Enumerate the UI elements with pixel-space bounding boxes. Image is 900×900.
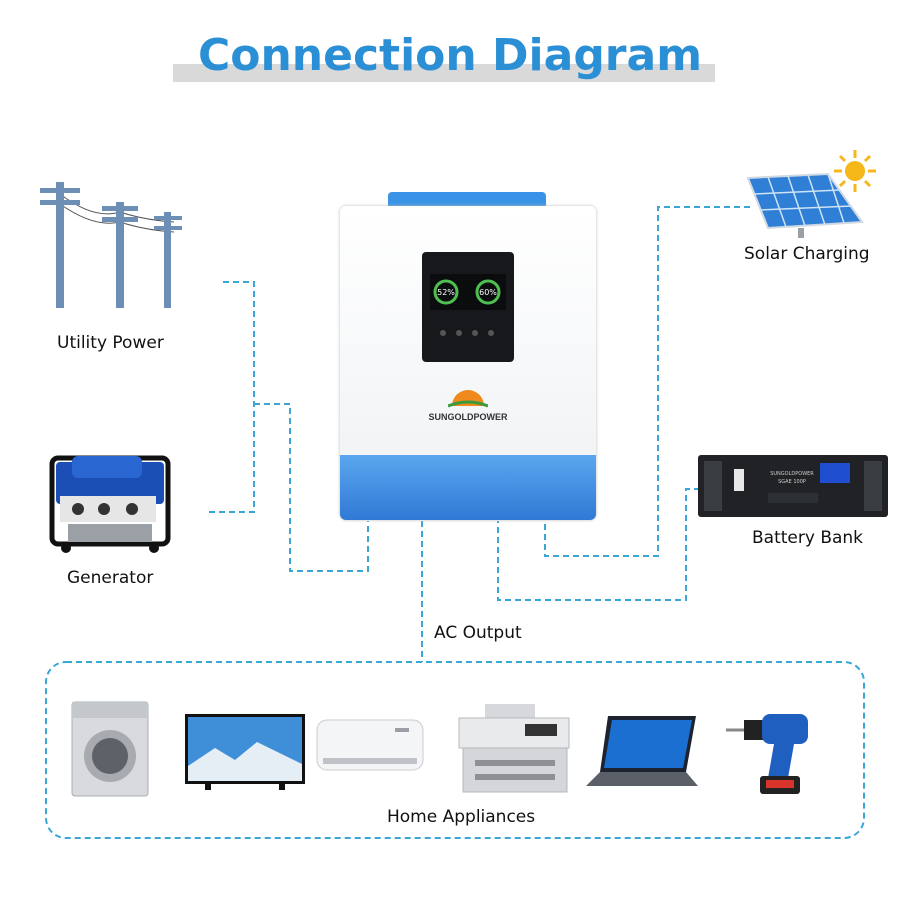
solar-line [544, 206, 750, 557]
title-underline-bar [173, 64, 715, 82]
home-appliances-label: Home Appliances [387, 807, 536, 827]
battery-model: SGAE 100P [778, 479, 806, 485]
ac-output-label: AC Output [434, 623, 522, 643]
battery-brand: SUNGOLDPOWER [770, 471, 814, 477]
source-bus-line [254, 403, 369, 572]
inverter-display: 52% 60% [433, 279, 501, 305]
air-conditioner-icon [316, 719, 424, 771]
battery-line [497, 488, 700, 601]
screen-left-value: 52% [437, 288, 455, 297]
sungold-logo-icon [448, 390, 488, 408]
utility-line [205, 281, 255, 513]
solar-panel-icon [746, 172, 864, 238]
solar-charging-label: Solar Charging [744, 244, 870, 264]
page-title: Connection Diagram [197, 30, 703, 81]
printer-icon [458, 704, 570, 793]
battery-rack-icon: SUNGOLDPOWER SGAE 100P [698, 455, 888, 517]
generator-label: Generator [67, 568, 154, 588]
appliances-box [45, 661, 865, 839]
power-drill-icon [726, 714, 808, 794]
washing-machine-icon [71, 701, 149, 797]
laptop-icon [586, 716, 698, 786]
inverter-screen: 52% 60% [422, 252, 514, 362]
screen-right-value: 60% [479, 288, 497, 297]
utility-power-label: Utility Power [57, 333, 164, 353]
inverter-brand: SUNGOLDPOWER [428, 412, 508, 422]
tv-icon [185, 714, 305, 790]
generator-icon [49, 455, 171, 553]
sun-icon [834, 150, 876, 192]
inverter-base [340, 455, 596, 520]
battery-bank-label: Battery Bank [752, 528, 864, 548]
utility-pole-icon [40, 182, 182, 308]
